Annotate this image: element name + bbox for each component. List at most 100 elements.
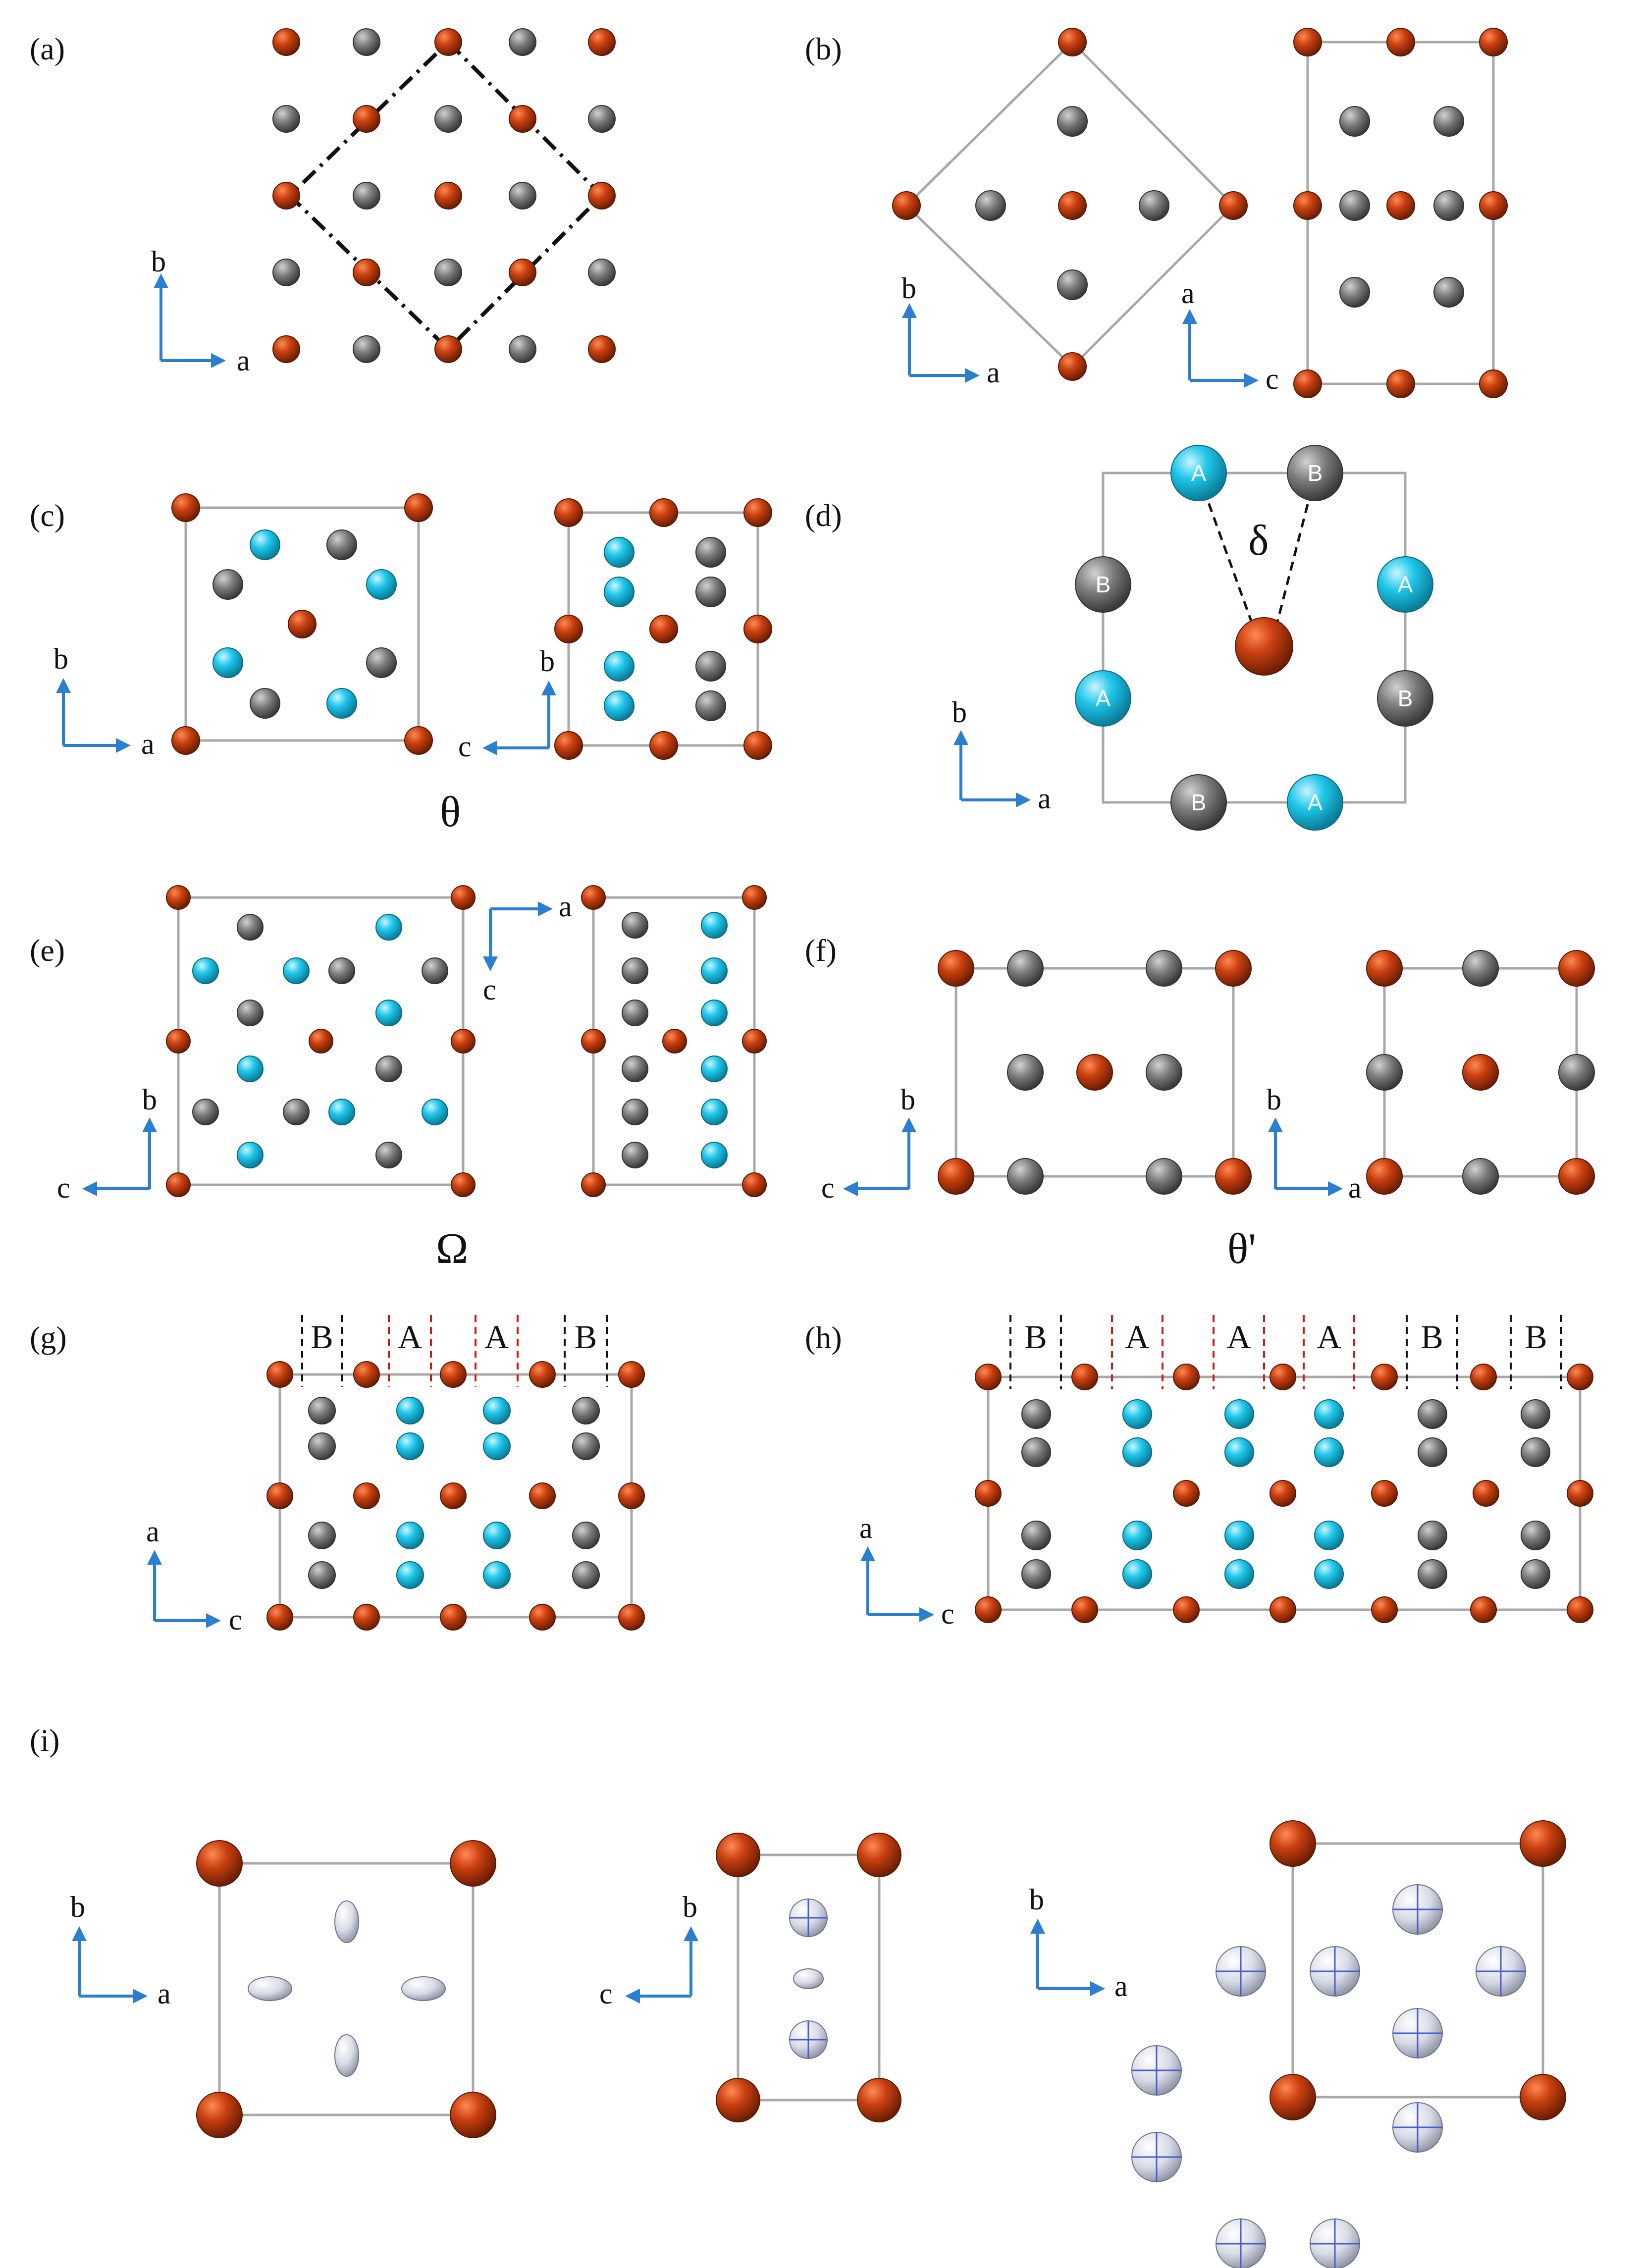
aluminum-atom: [272, 335, 300, 363]
anisotropic-site: [334, 2034, 359, 2077]
solute-atom-gray: [695, 537, 726, 568]
solute-atom-gray: [695, 690, 726, 721]
solute-atom-cyan: [701, 1055, 728, 1082]
aluminum-atom: [451, 885, 476, 910]
panel-c-axes: b a b c: [53, 642, 556, 763]
solute-atom-gray: [622, 1055, 648, 1082]
solute-atom-gray: [1287, 445, 1343, 501]
solute-atom-cyan: [1314, 1559, 1344, 1589]
solute-atom-cyan: [396, 1522, 424, 1549]
aluminum-atom: [1215, 1158, 1252, 1195]
solute-atom-gray: [1170, 774, 1227, 831]
solute-atom-gray: [308, 1522, 336, 1549]
solute-atom-gray: [1418, 1437, 1447, 1467]
anisotropic-site: [334, 1900, 359, 1943]
solute-atom-gray: [1007, 1158, 1044, 1195]
aluminum-atom: [529, 1361, 556, 1388]
panel-f-axes: b c b a: [821, 1083, 1362, 1204]
axis-label-c: c: [229, 1603, 242, 1636]
solute-atom-gray: [572, 1432, 600, 1460]
aluminum-atom: [1235, 617, 1293, 676]
aluminum-atom: [588, 335, 616, 363]
aluminum-atom: [581, 1172, 606, 1197]
panel-b: (b) b a a c: [805, 28, 1508, 398]
aluminum-atom: [1479, 28, 1508, 56]
panel-f-cell-left: [954, 967, 1235, 1178]
aluminum-atom: [196, 2092, 243, 2138]
axis-label-b: b: [1029, 1883, 1044, 1916]
solute-atom-cyan: [1314, 1399, 1344, 1429]
panel-e-label: (e): [30, 933, 65, 968]
solute-atom-cyan: [1122, 1559, 1152, 1589]
anisotropic-site: [248, 1976, 292, 2001]
aluminum-atom: [1479, 191, 1508, 220]
solute-atom-cyan: [1377, 556, 1433, 613]
site-label-a: A: [1096, 686, 1111, 711]
aluminum-atom: [1470, 1596, 1497, 1623]
aluminum-atom: [618, 1361, 645, 1388]
solute-atom-gray: [1146, 1054, 1182, 1091]
solute-atom-cyan: [396, 1432, 424, 1460]
aluminum-atom: [171, 493, 200, 522]
solute-atom-cyan: [366, 569, 397, 600]
axis-label-b: b: [901, 272, 916, 305]
axis-label-a: a: [237, 344, 250, 377]
solute-atom-gray: [326, 529, 357, 560]
solute-atom-gray: [1021, 1437, 1051, 1467]
aluminum-atom: [618, 1604, 645, 1631]
solute-atom-cyan: [396, 1397, 424, 1424]
solute-atom-cyan: [1122, 1521, 1152, 1550]
axis-label-a: a: [1038, 782, 1051, 815]
aluminum-atom: [1071, 1596, 1098, 1623]
solute-atom-gray: [1418, 1521, 1447, 1550]
panel-a-dashed-cell: [287, 39, 605, 352]
aluminum-atom: [554, 615, 583, 643]
solute-atom-cyan: [483, 1432, 511, 1460]
solute-atom-gray: [1339, 277, 1370, 308]
solute-atom-gray: [509, 28, 536, 56]
aluminum-atom: [742, 1029, 767, 1054]
axis-label-b: b: [1267, 1083, 1281, 1116]
solute-atom-gray: [622, 1000, 648, 1026]
solute-atom-gray: [1377, 670, 1433, 727]
aluminum-atom: [1520, 2074, 1566, 2120]
layer-label-b: B: [1525, 1318, 1547, 1356]
solute-atom-gray: [308, 1432, 336, 1460]
solute-atom-gray: [250, 688, 280, 719]
aluminum-atom: [649, 615, 678, 643]
axis-label-b: b: [70, 1891, 85, 1923]
panel-c-atoms: [171, 493, 772, 760]
aluminum-atom: [1462, 1054, 1499, 1091]
solute-atom-gray: [353, 182, 380, 210]
aluminum-atom: [743, 615, 772, 643]
panel-e-axes: b c a c: [57, 890, 572, 1204]
axis-label-b: b: [53, 642, 68, 675]
layer-label-b: B: [1421, 1318, 1443, 1356]
solute-atom-gray: [622, 957, 648, 984]
panel-a-axes: b a: [151, 245, 250, 377]
aluminum-atom: [1366, 1158, 1403, 1195]
solute-atom-gray: [1139, 190, 1169, 221]
aluminum-atom: [1558, 1158, 1595, 1195]
solute-atom-cyan: [250, 529, 280, 560]
panel-c-label: (c): [30, 498, 65, 533]
aluminum-atom: [1386, 28, 1415, 56]
layer-label-a: A: [1317, 1318, 1341, 1356]
aluminum-atom: [1470, 1364, 1497, 1390]
aluminum-atom: [1293, 191, 1322, 220]
aluminum-atom: [554, 731, 583, 760]
axis-label-a: a: [141, 728, 155, 760]
axis-label-a: a: [1348, 1171, 1362, 1204]
solute-atom-gray: [353, 28, 380, 56]
solute-atom-cyan: [1224, 1437, 1254, 1467]
panel-i-cell-3: [1291, 1842, 1544, 2099]
solute-atom-cyan: [1224, 1399, 1254, 1429]
site-label-b: B: [1191, 790, 1207, 815]
site-label-a: A: [1191, 460, 1207, 486]
solute-atom-cyan: [212, 647, 243, 678]
axis-label-a: a: [146, 1515, 159, 1548]
solute-atom-cyan: [237, 1055, 264, 1082]
solute-atom-gray: [272, 105, 300, 133]
aluminum-atom: [440, 1604, 467, 1631]
